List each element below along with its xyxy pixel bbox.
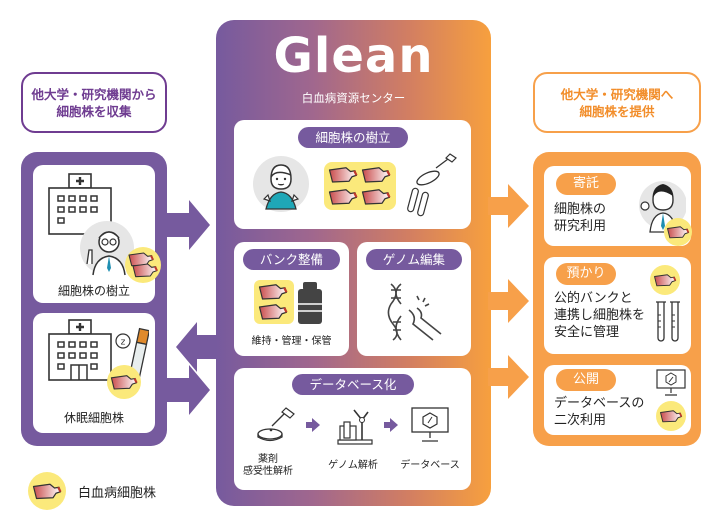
leukemia-cell-badge [107,365,141,399]
legend-leukemia-cell-icon [28,472,66,510]
left-card-caption: 休眠細胞株 [63,411,124,425]
right-card-public: 公開 データベースの 二次利用 [544,365,691,435]
sleep-bubble-icon: z [115,333,131,349]
legend-label: 白血病細胞株 [78,486,157,501]
drug-sensitivity-icon [257,407,295,442]
arrow-to-center-2 [165,365,210,415]
custody-badge: 預かり [556,263,616,285]
database-section: データベース化 薬剤 感受性解析 ゲノム解析 データベース [234,368,471,490]
bank-title: バンク整備 [243,249,340,270]
lab-equipment-icon [407,153,457,217]
right-card-custody: 預かり 公的バンクと 連携し細胞株を 安全に管理 [544,257,691,354]
leukemia-cell-badge [125,247,161,283]
left-collection-frame: 細胞株の樹立 z 休眠細胞株 [21,152,167,446]
custody-text: 公的バンクと 連携し細胞株を 安全に管理 [554,291,646,340]
leukemia-cell-badge [650,265,680,295]
arrow-to-right-3 [488,355,529,399]
researcher-avatar-icon [253,156,309,212]
leukemia-cell-badge [656,401,686,431]
glean-logo: Glean [273,28,434,84]
left-header-text: 他大学・研究機関から 細胞株を収集 [31,86,157,119]
bank-section: バンク整備 維持・管理・保管 [234,242,349,356]
hospital-icon [48,319,112,381]
left-header-box: 他大学・研究機関から 細胞株を収集 [21,72,167,133]
test-tubes-icon [656,301,680,342]
establish-title: 細胞株の樹立 [298,127,408,148]
database-step-label: データベース [400,460,460,471]
cell-flasks-group [324,162,396,210]
leukemia-cell-badge [664,218,692,246]
genome-edit-section: ゲノム編集 [357,242,471,356]
right-header-box: 他大学・研究機関へ 細胞株を提供 [533,72,701,133]
arrow-to-center-1 [165,200,210,250]
genome-analyzer-icon [337,409,373,445]
arrow-to-left [176,322,221,372]
public-text: データベースの 二次利用 [554,396,645,428]
establish-section: 細胞株の樹立 [234,120,471,229]
right-header-text: 他大学・研究機関へ 細胞株を提供 [560,86,674,119]
arrow-to-right-1 [488,184,529,228]
dna-scissors-icon [387,283,442,341]
database-title: データベース化 [292,374,414,395]
center-subtitle: 白血病資源センター [301,91,406,105]
left-card-establish: 細胞株の樹立 [33,165,161,303]
left-card-caption: 細胞株の樹立 [57,284,130,298]
cell-flasks-group [254,280,294,324]
deposit-badge: 寄託 [556,173,616,195]
flow-arrows-right [488,184,529,399]
arrow-to-right-2 [488,279,529,323]
step-arrow-icon [384,418,398,432]
database-step-label: ゲノム解析 [328,460,378,471]
svg-text:z: z [121,338,126,348]
database-step-label: 薬剤 感受性解析 [243,454,293,477]
flow-arrows-left [165,200,221,415]
bank-caption: 維持・管理・保管 [251,336,332,347]
storage-tank-icon [298,282,322,324]
step-arrow-icon [306,418,320,432]
right-card-deposit: 寄託 細胞株の 研究利用 [544,166,692,246]
left-card-dormant: z 休眠細胞株 [33,313,155,433]
database-monitor-icon [656,369,686,396]
public-badge: 公開 [556,369,616,391]
doctor-avatar-icon [80,221,134,276]
right-provision-frame: 寄託 細胞株の 研究利用 預かり 公的バンクと 連携し細胞株を 安全に管理 [533,152,701,446]
database-monitor-icon [411,407,449,442]
genome-edit-title: ゲノム編集 [366,249,462,270]
deposit-text: 細胞株の 研究利用 [554,202,607,234]
